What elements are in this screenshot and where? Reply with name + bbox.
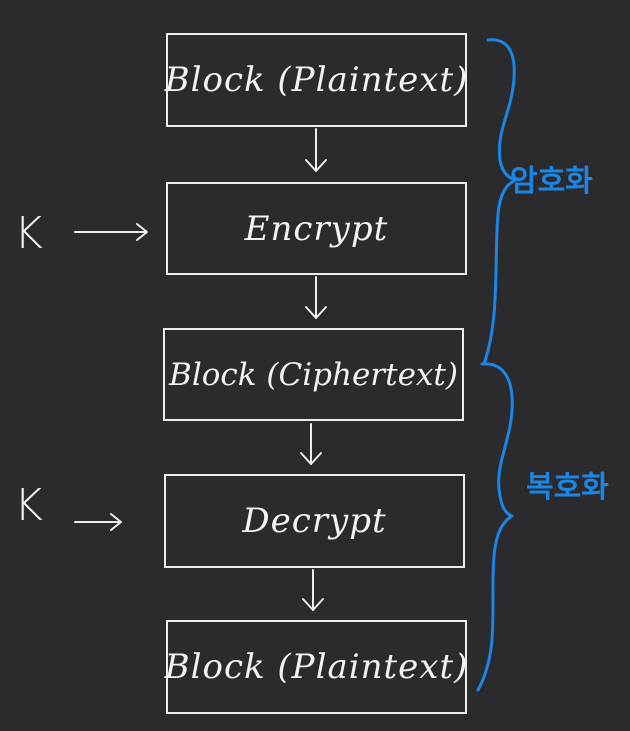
decryption-brace	[476, 362, 514, 692]
encryption-brace	[482, 38, 518, 366]
arrow-plaintext-to-encrypt	[305, 128, 327, 172]
arrow-ciphertext-to-decrypt	[300, 423, 322, 465]
key-arrow-encrypt	[74, 223, 148, 241]
plaintext-block-bottom: Block (Plaintext)	[165, 620, 467, 714]
key-label-encrypt: K	[14, 208, 43, 259]
encryption-annotation: 암호화	[510, 164, 593, 199]
encrypt-block: Encrypt	[166, 182, 467, 275]
plaintext-block-top: Block (Plaintext)	[165, 33, 467, 127]
key-arrow-decrypt	[74, 513, 122, 531]
decryption-annotation: 복호화	[526, 470, 609, 505]
arrow-decrypt-to-plaintext	[302, 569, 324, 611]
key-label-decrypt: K	[14, 480, 43, 531]
decrypt-block: Decrypt	[164, 474, 465, 568]
arrow-encrypt-to-ciphertext	[305, 276, 327, 319]
ciphertext-block: Block (Ciphertext)	[163, 328, 464, 421]
